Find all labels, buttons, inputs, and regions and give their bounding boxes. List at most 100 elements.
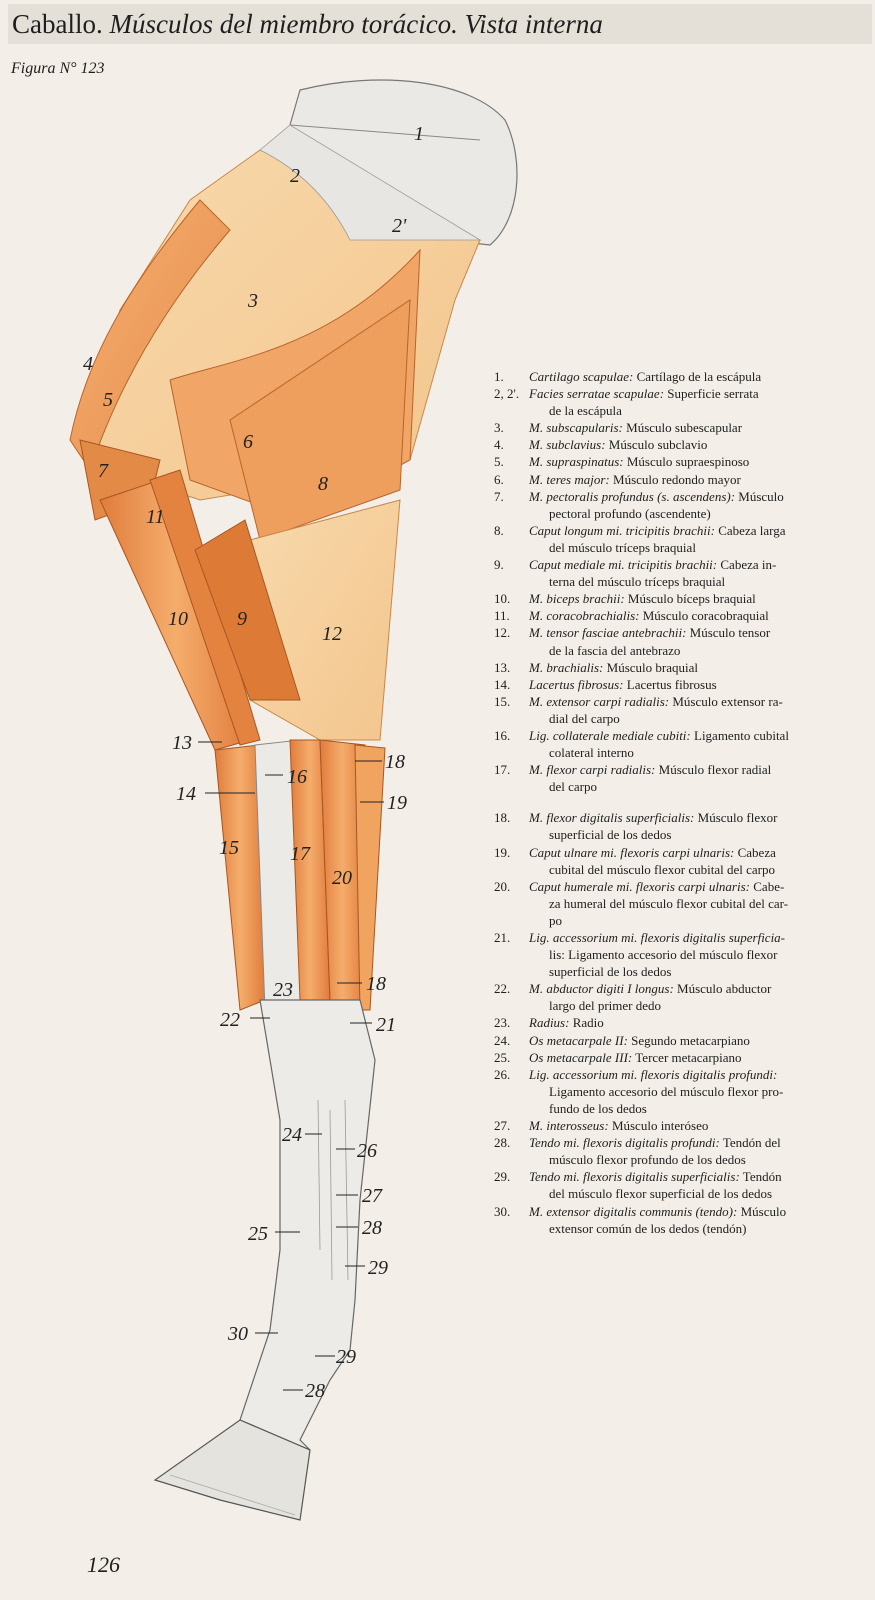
legend-text: M. pectoralis profundus (s. ascendens): …: [529, 488, 846, 522]
legend-number: 15.: [494, 693, 511, 709]
legend-spanish: Músculo extensor ra-: [669, 693, 783, 709]
legend-spanish: Tendón del: [719, 1135, 781, 1151]
legend-number: 20.: [494, 878, 511, 894]
legend-continuation: músculo flexor profundo de los dedos: [549, 1152, 746, 1168]
muscle-triceps-medial: [194, 519, 301, 701]
legend-spanish: Superficie serrata: [664, 386, 759, 402]
legend-spanish: Músculo tensor: [686, 625, 771, 641]
legend-entry: 18.M. flexor digitalis superficialis: Mú…: [494, 809, 846, 843]
label-27: 27: [362, 1185, 383, 1207]
legend-spanish: Ligamento cubital: [690, 727, 789, 743]
legend-text: M. brachialis: Músculo braquial: [529, 659, 846, 676]
legend-spanish: Músculo subclavio: [605, 437, 708, 453]
legend-number: 1.: [494, 369, 504, 384]
legend-latin: Facies serratae scapulae:: [529, 386, 665, 402]
label-10: 10: [168, 608, 188, 630]
legend-spanish: Músculo: [735, 488, 784, 504]
legend-number: 12.: [494, 625, 511, 641]
legend-continuation: terna del músculo tríceps braquial: [549, 574, 726, 590]
label-17: 17: [290, 843, 311, 865]
legend-entry: 4.M. subclavius: Músculo subclavio: [494, 436, 846, 453]
legend-latin: M. teres major:: [529, 471, 610, 487]
legend-text: Caput ulnare mi. flexoris carpi ulnaris:…: [529, 844, 846, 878]
label-24: 24: [282, 1124, 302, 1146]
legend-spanish: Lacertus fibrosus: [623, 676, 717, 692]
legend-latin: M. supraspinatus:: [529, 454, 624, 470]
legend-entry: 30.M. extensor digitalis communis (tendo…: [494, 1203, 846, 1237]
legend-number: 23.: [494, 1015, 511, 1031]
legend-latin: M. flexor digitalis superficialis:: [529, 810, 695, 826]
legend-entry: 29.Tendo mi. flexoris digitalis superfic…: [494, 1168, 846, 1202]
legend-number: 10.: [494, 591, 511, 607]
label-30: 30: [227, 1323, 248, 1345]
legend-continuation: del carpo: [549, 779, 598, 795]
legend-entry: 5.M. supraspinatus: Músculo supraespinos…: [494, 453, 846, 470]
legend-text: Lacertus fibrosus: Lacertus fibrosus: [529, 676, 846, 693]
legend-entry: 28. Tendo mi. flexoris digitalis profundi…: [494, 1134, 846, 1168]
label-21: 21: [376, 1014, 396, 1036]
legend-continuation: fundo de los dedos: [549, 1100, 647, 1116]
legend-entry: 7.M. pectoralis profundus (s. ascendens)…: [494, 488, 846, 522]
legend-latin: Lig. accessorium mi. flexoris digitalis …: [529, 930, 786, 945]
label-8: 8: [318, 473, 328, 495]
legend-text: M. extensor carpi radialis: Músculo exte…: [529, 693, 846, 727]
legend-latin: M. extensor digitalis communis (tendo):: [529, 1203, 738, 1219]
legend-number: 25.: [494, 1049, 511, 1065]
legend-entry: 17.M. flexor carpi radialis: Músculo fle…: [494, 761, 846, 795]
legend-continuation: Ligamento accesorio del músculo flexor p…: [549, 1083, 784, 1099]
legend-latin: Caput ulnare mi. flexoris carpi ulnaris:: [529, 844, 735, 860]
legend-number: 28.: [494, 1135, 511, 1151]
legend-spanish: Músculo: [737, 1203, 787, 1219]
legend-latin: M. subclavius:: [529, 437, 606, 453]
legend-entry: 11.M. coracobrachialis: Músculo coracobr…: [494, 607, 846, 624]
label-4: 4: [83, 353, 93, 375]
legend-latin: M. pectoralis profundus (s. ascendens):: [529, 488, 736, 504]
label-29b: 29: [336, 1346, 356, 1368]
legend-number: 14.: [494, 676, 511, 692]
legend-text: Radius: Radio: [529, 1014, 846, 1031]
legend-text: Caput longum mi. tricipitis brachii: Cab…: [529, 522, 846, 556]
legend-number: 19.: [494, 844, 511, 860]
label-18: 18: [385, 751, 405, 773]
legend-continuation: dial del carpo: [549, 710, 620, 726]
legend-spanish: Músculo bíceps braquial: [624, 591, 756, 607]
legend-entry: 20.Caput humerale mi. flexoris carpi uln…: [494, 878, 846, 929]
legend-text: Tendo mi. flexoris digitalis profundi: T…: [529, 1134, 846, 1168]
legend-text: M. subclavius: Músculo subclavio: [529, 436, 846, 453]
legend-spanish: Músculo flexor: [694, 810, 778, 826]
label-5: 5: [103, 389, 113, 411]
title-plain: Caballo.: [12, 9, 110, 39]
title-italic: Músculos del miembro torácico. Vista int…: [109, 9, 603, 39]
legend-entry: 27.M. interosseus: Músculo interóseo: [494, 1117, 846, 1134]
legend-spanish: Músculo coracobraquial: [639, 608, 769, 624]
label-28b: 28: [305, 1380, 325, 1402]
page-title: Caballo. Músculos del miembro torácico. …: [8, 4, 872, 44]
legend-text: Caput mediale mi. tricipitis brachii: Ca…: [529, 556, 846, 590]
legend-spanish: Cartílago de la escápula: [633, 369, 762, 384]
legend-entry: 9.Caput mediale mi. tricipitis brachii: …: [494, 556, 846, 590]
muscle-triceps-long: [229, 299, 411, 541]
legend-spanish: Músculo abductor: [673, 981, 772, 997]
legend-continuation: lis: Ligamento accesorio del músculo fle…: [549, 947, 778, 963]
legend-latin: M. coracobrachialis:: [529, 608, 640, 624]
legend-number: 22.: [494, 981, 511, 997]
label-22: 22: [220, 1009, 240, 1031]
legend-latin: Os metacarpale III:: [529, 1049, 633, 1065]
legend-latin: M. abductor digiti I longus:: [529, 981, 674, 997]
legend-number: 2, 2'.: [494, 386, 520, 402]
legend-continuation: superficial de los dedos: [549, 964, 672, 980]
legend-text: M. coracobrachialis: Músculo coracobraqu…: [529, 607, 846, 624]
legend-entry: 14. Lacertus fibrosus: Lacertus fibrosus: [494, 676, 846, 693]
legend-entry: 23. Radius: Radio: [494, 1014, 846, 1031]
legend-latin: M. flexor carpi radialis:: [529, 762, 656, 778]
legend-text: M. tensor fasciae antebrachii: Músculo t…: [529, 624, 846, 658]
legend-latin: Tendo mi. flexoris digitalis profundi:: [529, 1135, 720, 1151]
legend-latin: M. extensor carpi radialis:: [529, 693, 670, 709]
legend-entry: 24.Os metacarpale II: Segundo metacarpia…: [494, 1032, 846, 1049]
legend-number: 26.: [494, 1066, 511, 1082]
legend-number: 8.: [494, 522, 504, 538]
legend-latin: M. interosseus:: [529, 1118, 609, 1134]
legend-spanish: Tendón: [739, 1169, 782, 1185]
label-14: 14: [176, 783, 196, 805]
